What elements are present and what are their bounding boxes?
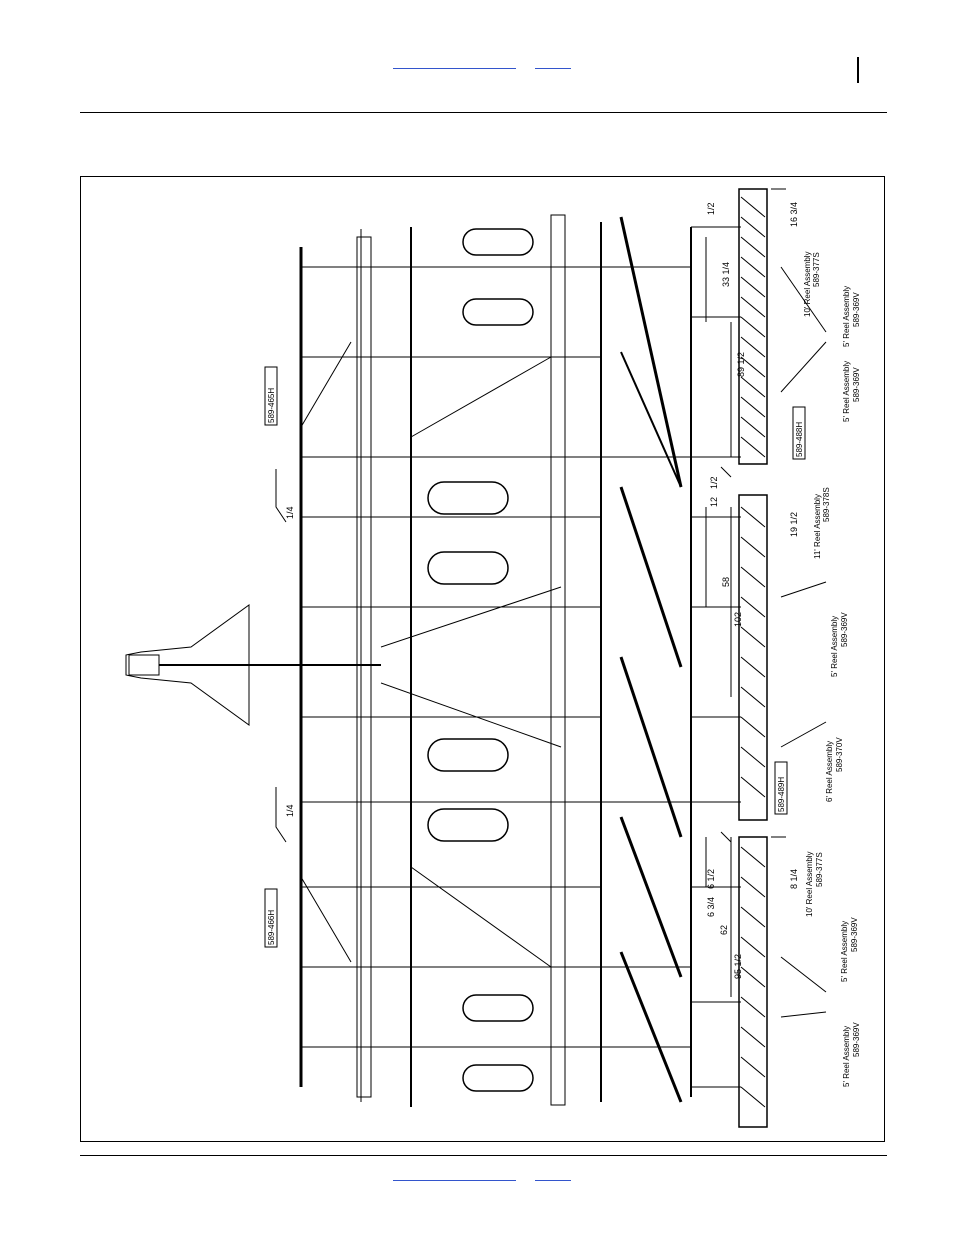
dimension-label: 6 3/4 [706,897,716,917]
callout-title: 5' Reel Assembly [842,1026,851,1087]
dimension-label: 1/4 [285,506,295,519]
dimension-label: 33 1/4 [721,262,731,287]
callout-title: 10' Reel Assembly [803,251,812,317]
callout-part: 589-369V [840,612,849,647]
part-number-label: 589-466H [267,910,276,945]
drawing-frame: 589-465H 589-466H 589-488H 589-489H 1/2 … [80,176,885,1142]
callout-title: 5' Reel Assembly [840,921,849,982]
callout-part: 589-369V [850,917,859,952]
dimension-label: 19 1/2 [789,512,799,537]
dimension-label: 1/2 [706,202,716,215]
header-rule [80,112,887,113]
footer-rule [80,1155,887,1156]
dimension-label: 58 [721,577,731,587]
dimension-label: 95 1/2 [733,954,743,979]
dimension-label: 1/2 [709,476,719,489]
callout-part: 589-377S [812,252,821,287]
dimension-label: 62 [719,925,729,935]
dimension-label: 102 [733,612,743,627]
callout-title: 6' Reel Assembly [825,741,834,802]
callout-title: 5' Reel Assembly [830,616,839,677]
dimension-label: 1/4 [285,804,295,817]
dimension-label: 8 1/4 [789,869,799,889]
page-edge-marker [857,57,859,83]
part-number-label: 589-465H [267,388,276,423]
footer-link-2[interactable] [535,1172,571,1181]
callout-part: 589-377S [815,852,824,887]
callout-part: 589-369V [852,1022,861,1057]
header-link-2[interactable] [535,60,571,69]
part-number-label: 589-488H [795,422,804,457]
dimension-label: 12 [709,497,719,507]
callout-part: 589-369V [852,367,861,402]
callout-part: 589-378S [822,487,831,522]
footer-link-1[interactable] [393,1172,516,1181]
part-number-label: 589-489H [777,777,786,812]
callout-part: 589-369V [852,292,861,327]
callout-part: 589-370V [835,737,844,772]
callout-title: 11' Reel Assembly [813,494,822,559]
implement-drawing: 589-465H 589-466H 589-488H 589-489H 1/2 … [125,188,861,1128]
callout-title: 10' Reel Assembly [805,851,814,917]
dimension-label: 16 3/4 [789,202,799,227]
callout-title: 5' Reel Assembly [842,361,851,422]
header-link-1[interactable] [393,60,516,69]
callout-title: 5' Reel Assembly [842,286,851,347]
dimension-label: 89 1/2 [736,352,746,377]
dimension-label: 6 1/2 [706,869,716,889]
